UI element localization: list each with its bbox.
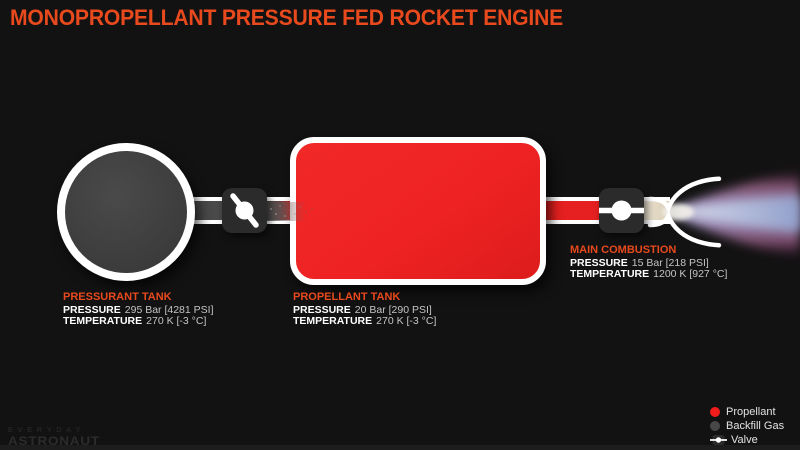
- valve-icon: [710, 435, 727, 445]
- section-title: PROPELLANT TANK: [293, 291, 401, 303]
- legend-item-backfill-gas: Backfill Gas: [710, 419, 784, 433]
- logo-line-astronaut: ASTRONAUT: [8, 433, 100, 448]
- main-valve-icon: [599, 188, 644, 233]
- everyday-astronaut-logo: EVERYDAY ASTRONAUT: [8, 426, 100, 448]
- section-title: PRESSURANT TANK: [63, 291, 172, 303]
- logo-line-everyday: EVERYDAY: [8, 425, 85, 434]
- backfill-gas-spray: [267, 202, 317, 221]
- chamber-pipe: [640, 197, 670, 224]
- section-title: MAIN COMBUSTION: [570, 244, 677, 256]
- valve-glyph: [230, 193, 259, 228]
- valve-glyph: [599, 200, 644, 221]
- bottom-strip: [0, 445, 800, 450]
- legend: Propellant Backfill Gas Valve: [710, 405, 784, 447]
- legend-label: Propellant: [726, 406, 776, 418]
- legend-label: Valve: [731, 434, 758, 446]
- pressurant-tank: [57, 143, 195, 281]
- legend-label: Backfill Gas: [726, 420, 785, 432]
- legend-item-valve: Valve: [710, 433, 784, 447]
- propellant-tank: [290, 137, 546, 285]
- propellant-pipe: [540, 197, 602, 224]
- propellant-swatch: [710, 407, 720, 417]
- pressurant-valve-icon: [222, 188, 267, 233]
- backfill-gas-swatch: [710, 421, 720, 431]
- legend-item-propellant: Propellant: [710, 405, 784, 419]
- page-title: MONOPROPELLANT PRESSURE FED ROCKET ENGIN…: [10, 5, 564, 30]
